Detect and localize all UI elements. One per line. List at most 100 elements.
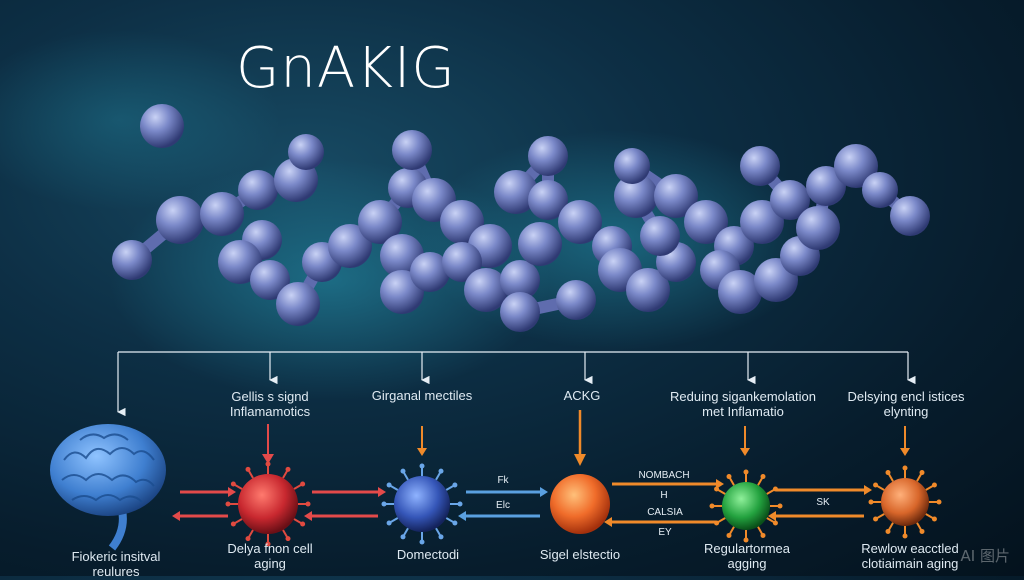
molecule-atom (890, 196, 930, 236)
red-virus-cell (225, 461, 311, 547)
cell-spike-tip (381, 501, 387, 507)
bottom-label-5-line2: agging (727, 555, 767, 571)
watermark: AI 图片 (960, 547, 1010, 565)
arrow-label-6: Elc (496, 500, 510, 511)
bottom-label-2: Delya fnon cell aging (210, 541, 330, 572)
blue-cell (381, 463, 463, 545)
arrow-label-1: NOMBACH (638, 470, 690, 481)
bottom-label-2-line2: aging (254, 555, 286, 571)
green-cell (709, 469, 783, 543)
cell-spike-tip (419, 539, 425, 545)
cell-spike-tip (386, 482, 392, 488)
cell-spike-tip (245, 466, 251, 472)
red-virus-cell-body (238, 474, 298, 534)
arrow-label-5: Fk (497, 475, 509, 486)
cell-spike-tip (452, 482, 458, 488)
cell-spike-tip (902, 465, 908, 471)
horizontal-arrows (180, 482, 864, 524)
bottom-label-1-line2: reulures (92, 563, 140, 579)
molecule-atom (556, 280, 596, 320)
cell-spike-tip (400, 534, 406, 540)
top-label-1-line1: Gellis s signd (231, 389, 309, 404)
orange-virus-cell-body (881, 478, 929, 526)
molecule-atom (718, 270, 762, 314)
top-label-5-line1: Delsying encl istices (847, 389, 965, 404)
cell-spike-tip (452, 520, 458, 526)
molecule-atom (558, 200, 602, 244)
molecule-atom (238, 170, 278, 210)
cell-spike-tip (726, 532, 732, 538)
arrow-label-2: H (660, 490, 668, 501)
bottom-label-5-line1: Regulartormea (704, 541, 790, 556)
bottom-label-5: Regulartormea agging (692, 541, 802, 572)
molecule-atom (464, 268, 508, 312)
cell-spike-tip (438, 534, 444, 540)
cell-spike-tip (285, 466, 291, 472)
cell-spike-tip (709, 503, 715, 509)
top-label-5-line2: elynting (883, 403, 929, 419)
molecule-atom (626, 268, 670, 312)
green-cell-body (722, 482, 770, 530)
orange-sphere (550, 474, 610, 534)
molecule-atom (834, 144, 878, 188)
connector-lines (117, 351, 916, 417)
cell-spike-tip (919, 470, 925, 476)
molecule-atom (250, 260, 290, 300)
molecule-atom (862, 172, 898, 208)
arrow-label-3: CALSIA (647, 507, 683, 518)
molecule-atom (140, 104, 184, 148)
molecule-atom (796, 206, 840, 250)
cell-spike-tip (902, 533, 908, 539)
top-label-5: Delsying encl istices elynting (846, 389, 966, 420)
molecule-atom (494, 170, 538, 214)
molecule-atom (614, 174, 658, 218)
top-label-2: Girganal mectiles (371, 388, 473, 403)
diagram-title: GnAKIG (236, 36, 456, 101)
brain-icon (50, 424, 166, 551)
molecule-atom (528, 180, 568, 220)
cell-spike-tip (245, 536, 251, 542)
cell-spike-tip (285, 536, 291, 542)
molecule-atom (200, 192, 244, 236)
orange-sphere-body (550, 474, 610, 534)
molecule-atom (276, 282, 320, 326)
molecule-atom (770, 180, 810, 220)
cell-spike-tip (386, 520, 392, 526)
bottom-label-2-line1: Delya fnon cell (227, 541, 313, 556)
cell-spike-tip (457, 501, 463, 507)
molecule-atom (500, 260, 540, 300)
cell-spike-tip (726, 474, 732, 480)
top-label-1: Gellis s signd Inflamamotics (220, 389, 320, 420)
cell-spike-tip (400, 468, 406, 474)
cell-spike-tip (743, 469, 749, 475)
bottom-label-1-line1: Fiokeric insitval (71, 549, 161, 564)
bottom-label-6-line2: clotiaimain aging (861, 555, 959, 571)
molecule-atom (684, 200, 728, 244)
top-label-4: Reduing sigankemolation met Inflamatio (668, 389, 818, 420)
cell-spike-tip (760, 474, 766, 480)
molecule-atom (410, 252, 450, 292)
molecule-atom (442, 242, 482, 282)
molecule-atom (500, 292, 540, 332)
cell-spike-tip (885, 528, 891, 534)
top-label-4-line2: met Inflamatio (702, 403, 784, 419)
molecule-atom (328, 224, 372, 268)
molecule-atom (112, 240, 152, 280)
molecule-atom (740, 200, 784, 244)
bottom-label-6: Rewlow eacctled clotiaimain aging (840, 541, 980, 572)
cell-spike-tip (265, 461, 271, 467)
cell-spike-tip (772, 520, 778, 526)
molecule-atom (640, 216, 680, 256)
top-label-1-line2: Inflamamotics (229, 403, 311, 419)
blue-cell-body (394, 476, 450, 532)
cell-spike-tip (230, 521, 236, 527)
molecule-atom (654, 174, 698, 218)
molecule-atom (218, 240, 262, 284)
bottom-label-1: Fiokeric insitval reulures (56, 549, 176, 580)
molecule-atom (518, 222, 562, 266)
molecule-atom (358, 200, 402, 244)
molecule-atom (614, 148, 650, 184)
cell-spike-tip (919, 528, 925, 534)
molecule-atom (156, 196, 204, 244)
